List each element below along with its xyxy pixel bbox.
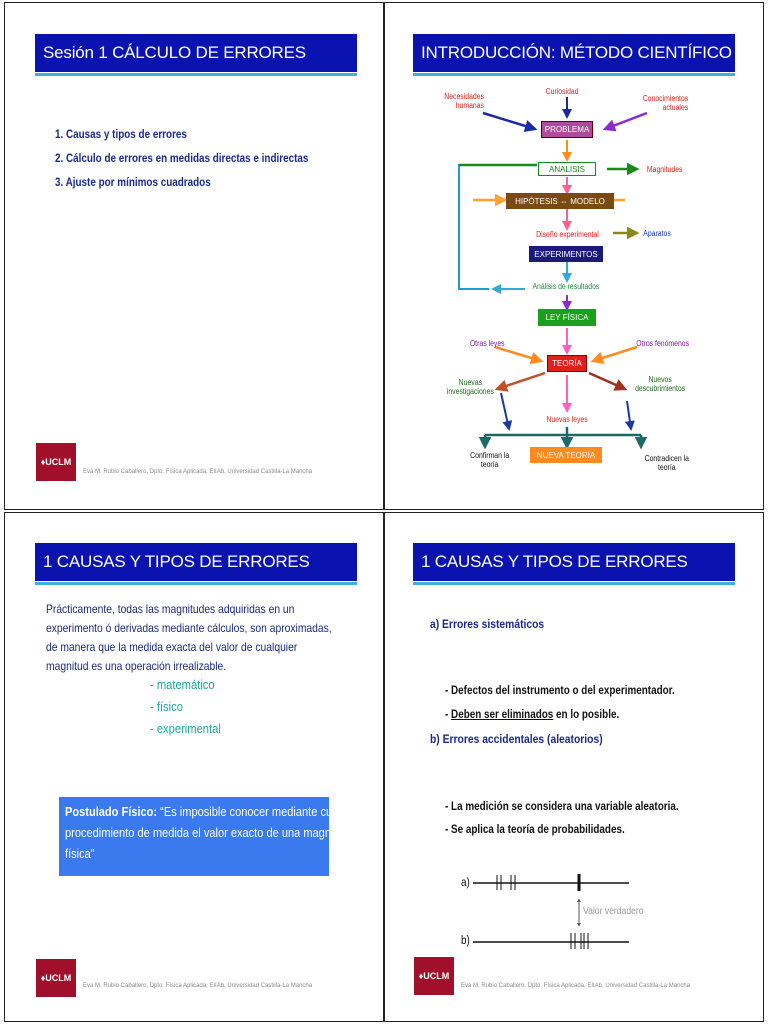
node-analisis: ANALISIS (538, 162, 596, 176)
label-aparatos: Aparatos (643, 229, 671, 238)
text-line: - La medición se considera una variable … (445, 801, 679, 813)
error-type: - experimental (150, 721, 221, 736)
heading-sistematicos: a) Errores sistemáticos (430, 617, 545, 631)
slide-title: 1 CAUSAS Y TIPOS DE ERRORES (413, 543, 735, 585)
uclm-logo: ♦UCLM (414, 957, 454, 995)
error-type: - matemático (150, 677, 215, 692)
postulate-label: Postulado Físico: (65, 804, 158, 819)
postulate-box: Postulado Físico: “Es imposible conocer … (59, 797, 365, 876)
footer-text: Eva M. Rubio Caballero, Dpto. Física Apl… (83, 983, 313, 989)
slide-1: Sesión 1 CÁLCULO DE ERRORES 1. Causas y … (4, 2, 384, 510)
footer-text: Eva M. Rubio Caballero, Dpto. Física Apl… (461, 983, 691, 989)
slide-2: INTRODUCCIÓN: MÉTODO CIENTÍFICO (384, 2, 764, 510)
underlined-text: Deben ser eliminados (451, 709, 554, 721)
label-otras-leyes: Otras leyes (469, 339, 505, 348)
heading-accidentales: b) Errores accidentales (aleatorios) (430, 732, 603, 746)
slide-3: 1 CAUSAS Y TIPOS DE ERRORES Prácticament… (4, 512, 384, 1022)
label-diseno: Diseño experimental (536, 230, 599, 239)
diagram-label-b: b) (461, 935, 470, 947)
label-analisis-resultados: Análisis de resultados (532, 282, 600, 291)
label-confirman: Confirman la teoría (470, 451, 510, 469)
list-item: 2. Cálculo de errores en medidas directa… (55, 153, 309, 165)
text-line-prefix: - (445, 709, 452, 721)
text-line-suffix: en lo posible. (553, 709, 620, 721)
label-nuevas-investigaciones: Nuevas investigaciones (446, 378, 494, 396)
label-conocimientos: Conocimientos actuales (642, 94, 689, 112)
intro-paragraph: Prácticamente, todas las magnitudes adqu… (46, 602, 332, 673)
list-item: 3. Ajuste por mínimos cuadrados (55, 177, 211, 189)
node-experimentos: EXPERIMENTOS (529, 246, 603, 262)
uclm-logo: ♦UCLM (36, 443, 76, 481)
uclm-logo: ♦UCLM (36, 959, 76, 997)
node-ley-fisica: LEY FÍSICA (538, 309, 596, 326)
footer-text: Eva M. Rubio Caballero, Dpto. Física Apl… (83, 469, 313, 475)
slide-title: Sesión 1 CÁLCULO DE ERRORES (35, 34, 357, 76)
measurement-diagram (473, 874, 629, 949)
label-curiosidad: Curiosidad (545, 87, 579, 96)
text-line: - Deben ser eliminados en lo posible. (445, 709, 619, 721)
label-magnitudes: Magnitudes (646, 165, 683, 174)
node-nueva-teoria: NUEVA TEORÍA (530, 447, 602, 463)
label-necesidades: Necesidades humanas (444, 92, 485, 110)
label-otros-fenomenos: Otros fenómenos (636, 339, 690, 348)
slide-title: INTRODUCCIÓN: MÉTODO CIENTÍFICO (413, 34, 735, 76)
node-problema: PROBLEMA (541, 121, 593, 138)
flow-arrows (458, 97, 648, 450)
diagram-label-a: a) (461, 877, 470, 889)
postulate-text: “Es imposible conocer mediante cualquier… (65, 804, 366, 861)
node-hipotesis: HIPÓTESIS ⇔ MODELO (506, 193, 614, 209)
list-item: 1. Causas y tipos de errores (55, 129, 187, 141)
node-teoria: TEORÍA (547, 355, 587, 372)
label-nuevos-descubrimientos: Nuevos descubrimientos (635, 375, 686, 393)
slide-4: 1 CAUSAS Y TIPOS DE ERRORES a) Errores s… (384, 512, 764, 1022)
label-nuevas-leyes: Nuevas leyes (546, 415, 588, 424)
error-type: - físico (150, 699, 183, 714)
label-contradicen: Contradicen la teoría (644, 454, 689, 472)
valor-verdadero-label: Valor verdadero (583, 906, 644, 917)
text-line: - Se aplica la teoría de probabilidades. (445, 824, 625, 836)
slide-title: 1 CAUSAS Y TIPOS DE ERRORES (35, 543, 357, 585)
text-line: - Defectos del instrumento o del experim… (445, 685, 675, 697)
